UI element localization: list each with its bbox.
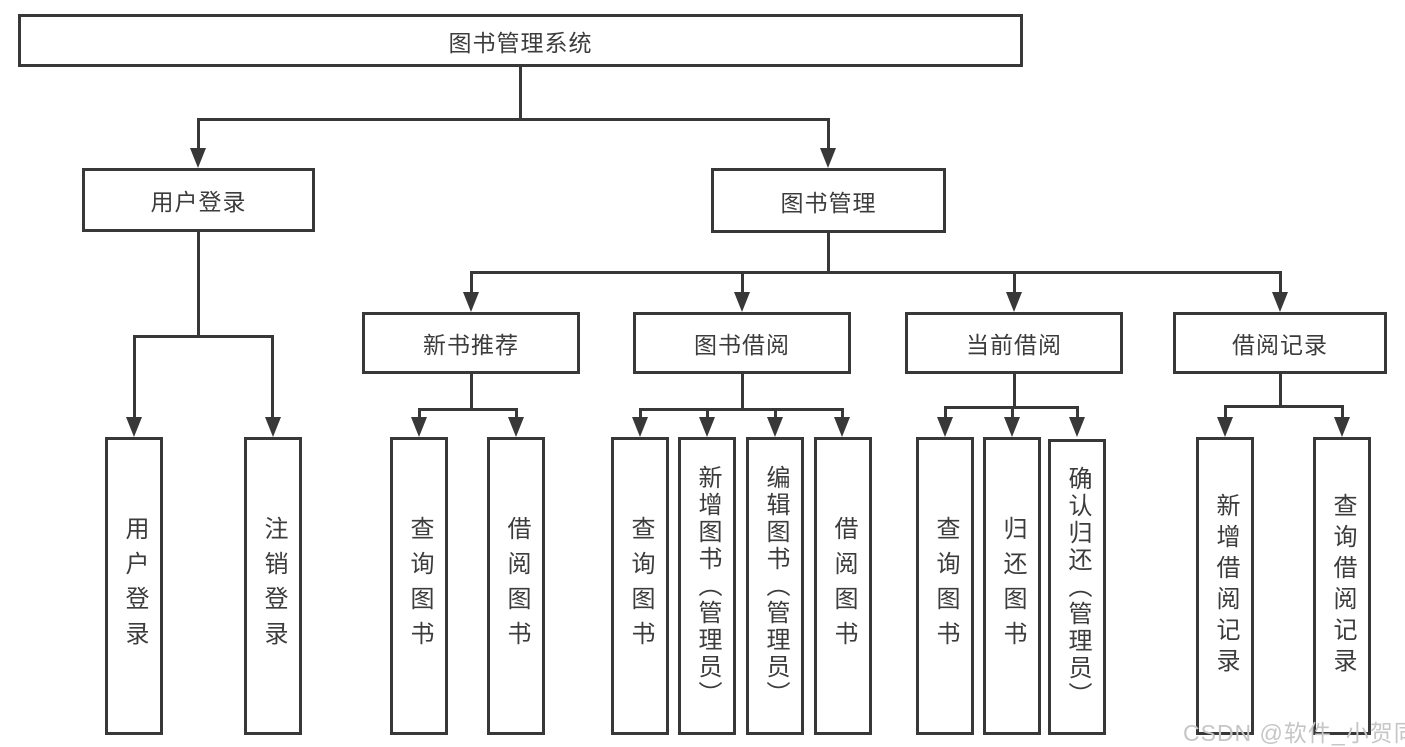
node-label: 新增借阅记录 (1212, 493, 1239, 679)
connector-vline (1279, 271, 1282, 296)
connector-vline (197, 118, 200, 151)
leaf-borrow-book-2: 借阅图书 (814, 437, 872, 735)
connector-vline (519, 67, 522, 120)
leaf-add-book-admin: 新增图书（管理员） (678, 437, 736, 735)
arrow-down-icon (734, 292, 750, 312)
arrow-down-icon (190, 148, 206, 168)
connector-vline (827, 118, 830, 151)
node-label: 图书借阅 (694, 332, 790, 358)
connector-hline (639, 408, 844, 411)
arrow-down-icon (411, 417, 427, 437)
connector-vline (271, 335, 274, 419)
connector-vline (1013, 271, 1016, 296)
connector-vline (470, 271, 473, 296)
node-label: 编辑图书（管理员） (762, 464, 789, 708)
arrow-down-icon (1334, 417, 1350, 437)
arrow-down-icon (463, 292, 479, 312)
arrow-down-icon (632, 417, 648, 437)
leaf-borrow-book-1: 借阅图书 (487, 437, 545, 735)
connector-vline (944, 406, 947, 419)
leaf-query-book-1: 查询图书 (390, 437, 448, 735)
connector-hline (470, 271, 1281, 274)
leaf-user-login: 用户登录 (105, 437, 163, 735)
node-label: 当前借阅 (966, 332, 1062, 358)
leaf-query-borrow-record: 查询借阅记录 (1313, 437, 1371, 735)
connector-hline (133, 335, 274, 338)
node-label: 查询图书 (932, 516, 959, 656)
node-label: 图书管理 (780, 189, 877, 216)
connector-vline (741, 374, 744, 410)
connector-vline (470, 374, 473, 410)
connector-vline (774, 408, 777, 419)
connector-hline (418, 408, 518, 411)
node-label: 新增图书（管理员） (694, 464, 721, 708)
node-current-borrow: 当前借阅 (905, 312, 1123, 374)
connector-vline (741, 271, 744, 296)
arrow-down-icon (265, 417, 281, 437)
connector-vline (827, 233, 830, 273)
node-label: 确认归还（管理员） (1064, 465, 1091, 709)
node-user-login: 用户登录 (82, 168, 315, 232)
arrow-down-icon (1006, 292, 1022, 312)
node-book-borrow: 图书借阅 (633, 312, 851, 374)
arrow-down-icon (508, 417, 524, 437)
connector-vline (1011, 406, 1014, 419)
connector-vline (1013, 374, 1016, 408)
connector-vline (1279, 374, 1282, 407)
node-label: 查询图书 (406, 516, 433, 656)
connector-vline (841, 408, 844, 419)
arrow-down-icon (937, 417, 953, 437)
watermark: CSDN @软件_小贺同学 (1183, 720, 1405, 746)
connector-vline (1076, 406, 1079, 419)
node-root: 图书管理系统 (18, 14, 1023, 67)
node-book-management: 图书管理 (711, 168, 946, 233)
node-borrow-records: 借阅记录 (1173, 312, 1387, 374)
node-label: 图书管理系统 (448, 29, 593, 56)
node-label: 用户登录 (150, 189, 247, 215)
connector-vline (197, 232, 200, 337)
connector-hline (197, 118, 829, 121)
arrow-down-icon (1069, 417, 1085, 437)
leaf-query-book-3: 查询图书 (916, 437, 974, 735)
connector-vline (1341, 405, 1344, 419)
node-label: 借阅记录 (1232, 332, 1328, 358)
arrow-down-icon (767, 417, 783, 437)
node-label: 用户登录 (121, 516, 148, 656)
connector-vline (706, 408, 709, 419)
arrow-down-icon (699, 417, 715, 437)
arrow-down-icon (1217, 417, 1233, 437)
connector-vline (418, 408, 421, 419)
connector-hline (1224, 405, 1344, 408)
connector-vline (133, 335, 136, 419)
arrow-down-icon (1004, 417, 1020, 437)
leaf-logout: 注销登录 (244, 437, 302, 735)
arrow-down-icon (126, 417, 142, 437)
leaf-confirm-return-admin: 确认归还（管理员） (1048, 439, 1106, 735)
leaf-edit-book-admin: 编辑图书（管理员） (746, 437, 804, 735)
leaf-query-book-2: 查询图书 (611, 437, 669, 735)
leaf-return-book: 归还图书 (983, 437, 1041, 735)
node-label: 借阅图书 (830, 516, 857, 656)
node-label: 归还图书 (999, 516, 1026, 656)
node-label: 借阅图书 (503, 516, 530, 656)
node-new-book-recommend: 新书推荐 (362, 312, 580, 374)
connector-vline (639, 408, 642, 419)
connector-vline (515, 408, 518, 419)
leaf-add-borrow-record: 新增借阅记录 (1196, 437, 1254, 735)
node-label: 新书推荐 (423, 332, 519, 358)
arrow-down-icon (820, 148, 836, 168)
arrow-down-icon (834, 417, 850, 437)
connector-vline (1224, 405, 1227, 419)
node-label: 查询图书 (627, 516, 654, 656)
node-label: 注销登录 (260, 516, 287, 656)
node-label: 查询借阅记录 (1329, 493, 1356, 679)
arrow-down-icon (1272, 292, 1288, 312)
